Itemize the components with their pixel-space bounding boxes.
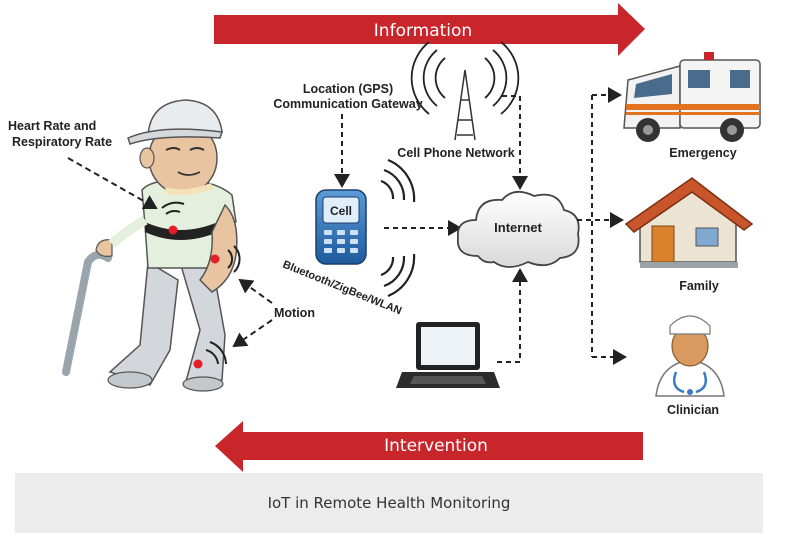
figure-caption: IoT in Remote Health Monitoring <box>267 494 511 512</box>
internet-label: Internet <box>494 220 542 235</box>
chest-sensor <box>168 225 178 235</box>
gps-label-line2: Communication Gateway <box>273 97 422 111</box>
heart-rate-label-line1: Heart Rate and <box>8 119 96 133</box>
intervention-banner: Intervention <box>215 421 643 472</box>
internet-cloud-icon: Internet <box>456 190 580 268</box>
motion-label: Motion <box>274 306 315 320</box>
clinician-label: Clinician <box>667 403 719 417</box>
cell-tower-icon <box>410 41 520 141</box>
heart-rate-label-line2: Respiratory Rate <box>12 135 112 149</box>
caption-bar: IoT in Remote Health Monitoring <box>15 473 763 533</box>
ambulance-icon <box>623 52 761 142</box>
house-icon <box>624 177 754 268</box>
information-label: Information <box>374 21 472 41</box>
mobile-phone-icon: Cell <box>315 158 416 298</box>
clinician-icon <box>655 315 725 397</box>
sensors <box>161 201 241 369</box>
leg-sensor <box>193 359 203 369</box>
intervention-label: Intervention <box>384 436 488 456</box>
laptop-icon <box>396 322 500 388</box>
family-label: Family <box>679 279 719 293</box>
phone-screen-label: Cell <box>330 204 352 218</box>
emergency-label: Emergency <box>669 146 736 160</box>
cell-network-label: Cell Phone Network <box>397 146 514 160</box>
gps-label-line1: Location (GPS) <box>303 82 393 96</box>
information-banner: Information <box>214 3 645 56</box>
arm-sensor <box>210 254 220 264</box>
